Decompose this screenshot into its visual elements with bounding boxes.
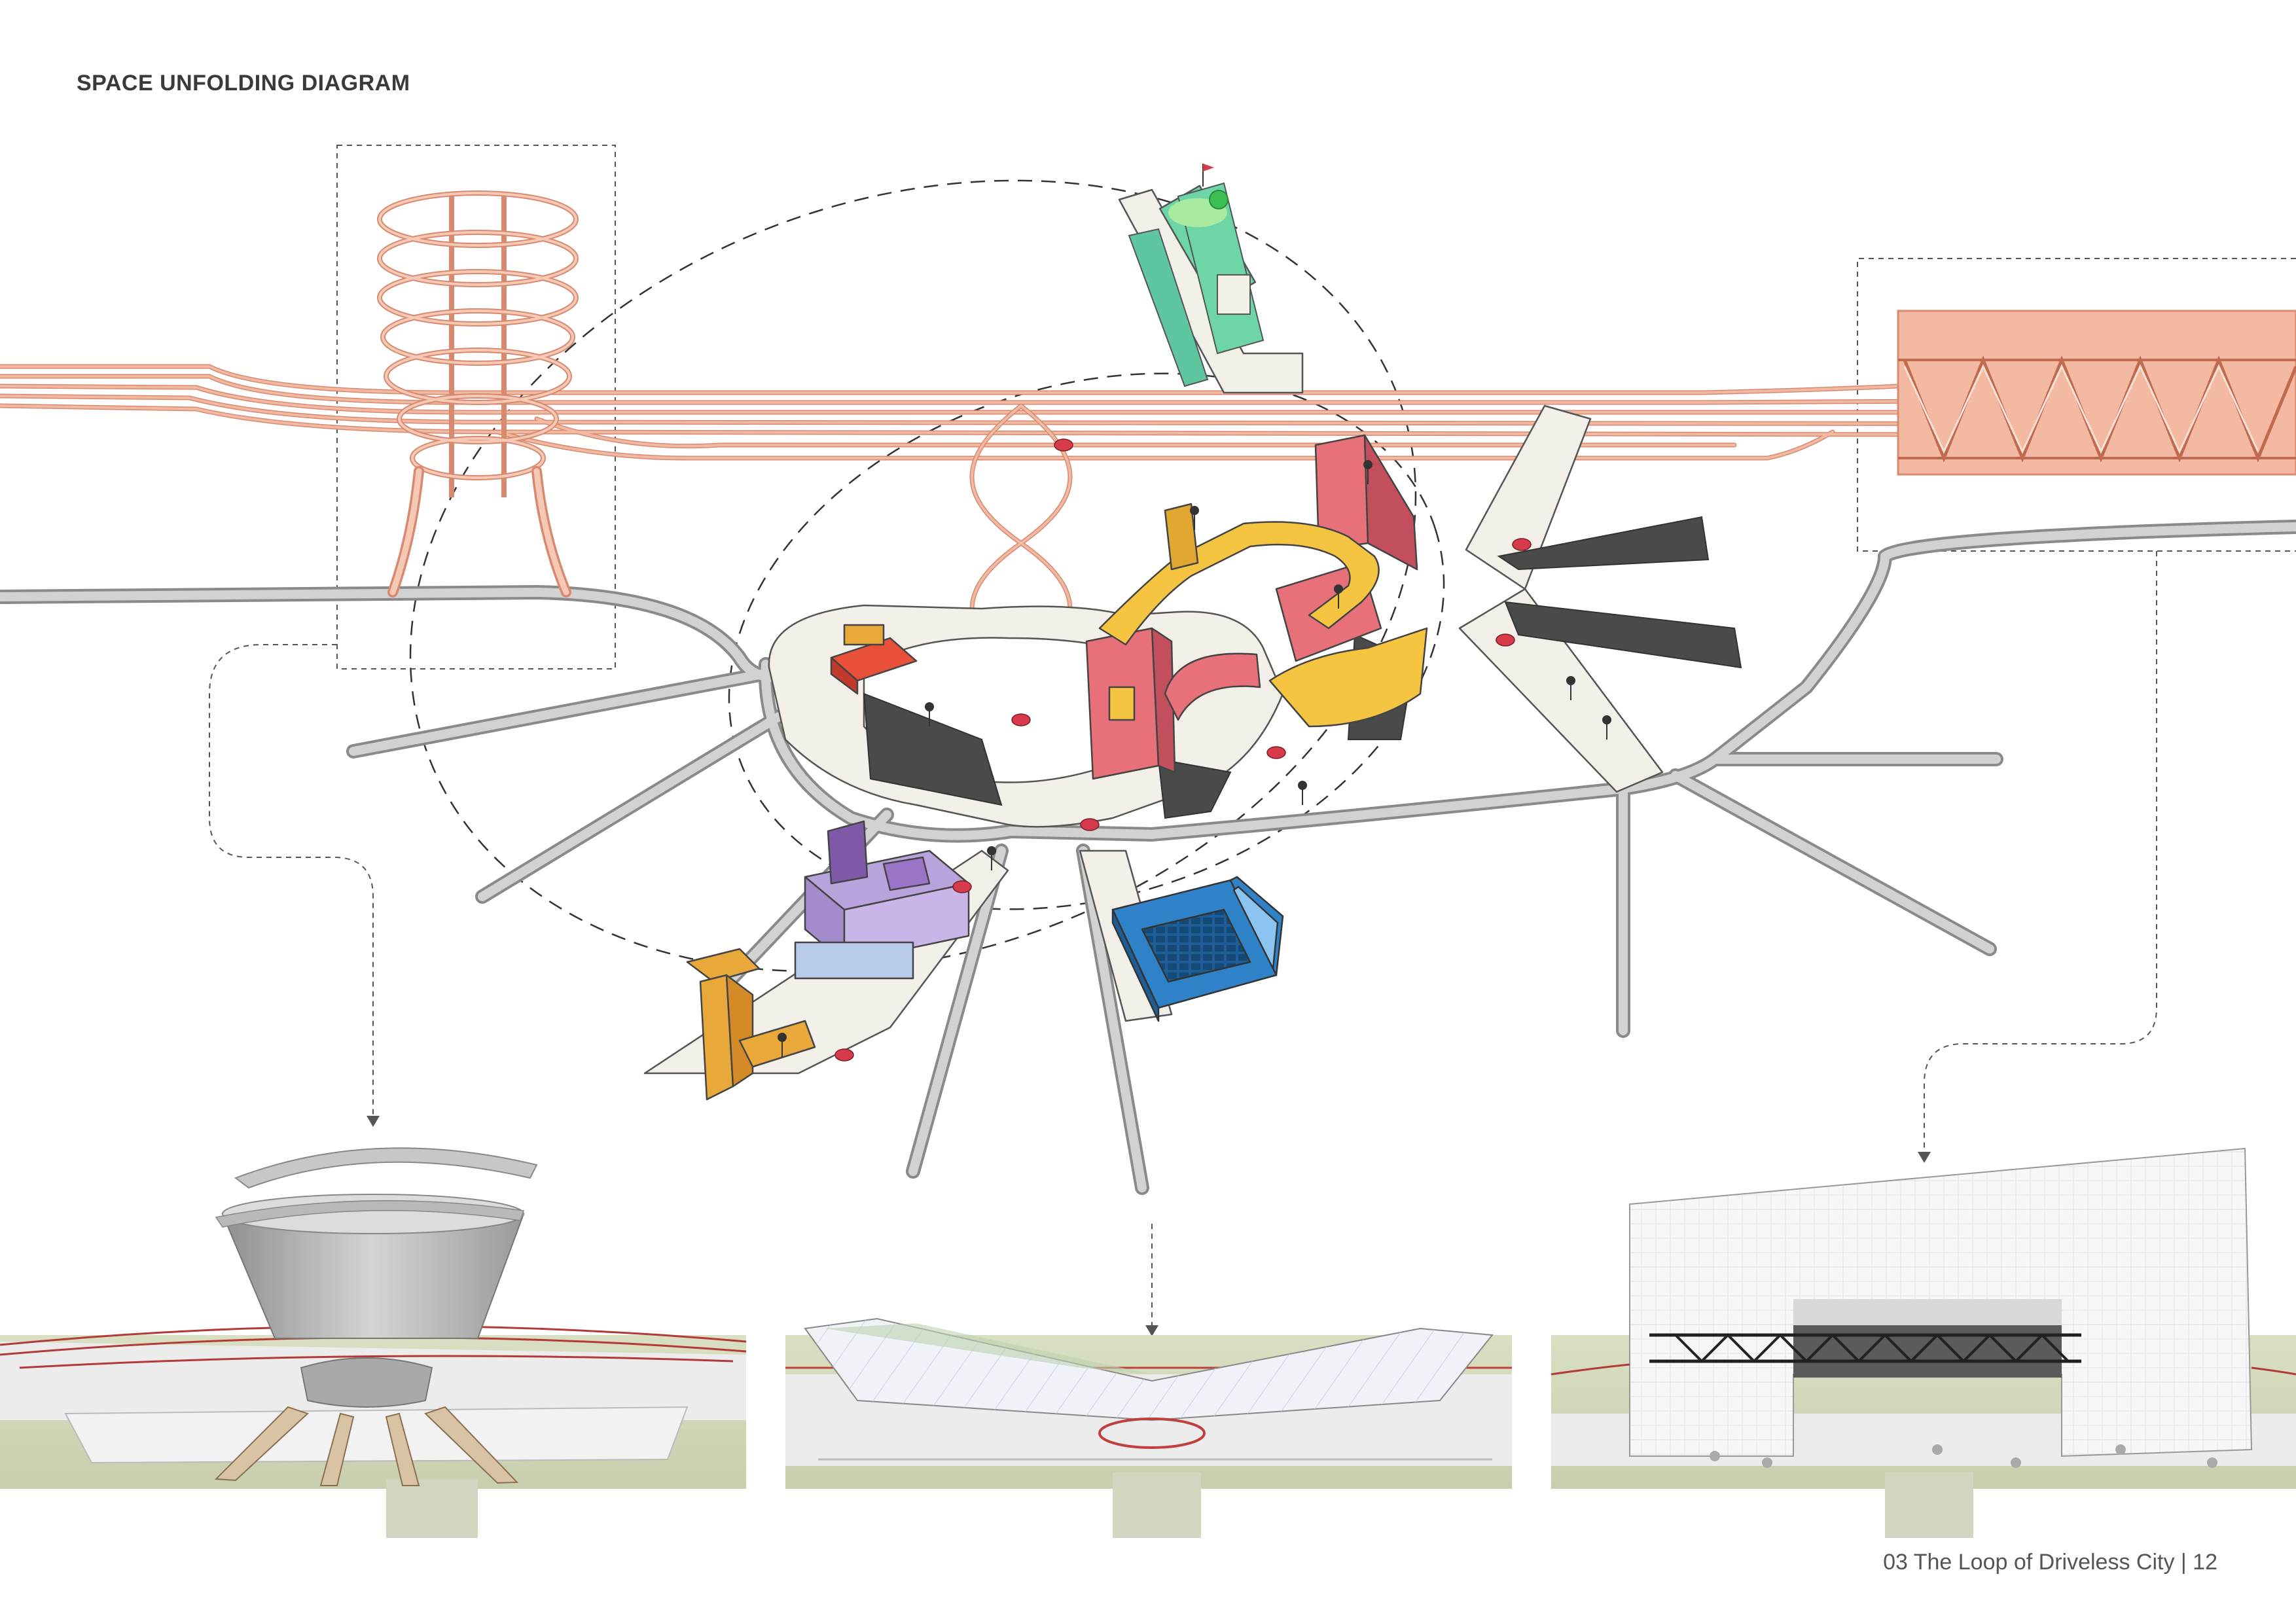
car-icon — [1011, 713, 1031, 726]
person-icon — [778, 1033, 787, 1057]
inner-orbit — [728, 372, 1445, 910]
orbit-ellipses — [409, 179, 1445, 972]
blue-screen-block — [1111, 876, 1284, 1022]
callout-arrowheads — [367, 1116, 1931, 1336]
car-icons — [834, 438, 1532, 1061]
yellow-ramp — [1098, 503, 1428, 728]
render-x-bridge — [785, 1317, 1512, 1538]
car-icon — [1512, 538, 1532, 551]
page-title: SPACE UNFOLDING DIAGRAM — [77, 71, 410, 96]
spiral-rail-tower — [377, 190, 579, 597]
car-icon — [952, 880, 972, 893]
orange-structures — [686, 624, 918, 1101]
person-icon — [1334, 584, 1343, 609]
arm-east-1 — [1465, 404, 1592, 590]
person-icon — [987, 846, 996, 870]
arm-north-strip — [1118, 188, 1304, 394]
person-icon — [1566, 676, 1575, 700]
person-icon — [1602, 715, 1611, 740]
callout-frames — [209, 145, 2296, 1325]
outer-orbit — [409, 179, 1417, 972]
flag-icon — [1202, 164, 1214, 187]
callout-frame-left — [336, 145, 616, 669]
rooftop-park — [1128, 164, 1265, 387]
person-icons — [778, 460, 1611, 1057]
render-frame-station — [1551, 1147, 2296, 1538]
callout-leader-left — [209, 644, 374, 1116]
render-spiral-tower — [0, 1147, 747, 1538]
truss-bridge — [1897, 310, 2296, 476]
person-icon — [1363, 460, 1372, 484]
car-icon — [1496, 633, 1515, 647]
car-icon — [1266, 746, 1286, 759]
car-icon — [1080, 818, 1100, 831]
purple-block — [794, 820, 970, 980]
page-footer: 03 The Loop of Driveless City | 12 — [1883, 1550, 2217, 1575]
shadow-wings — [863, 516, 1742, 819]
tree-icon — [1209, 190, 1229, 209]
person-icon — [1190, 506, 1199, 530]
callout-leader-right — [1924, 551, 2157, 1152]
person-icon — [925, 702, 934, 726]
road-network — [0, 520, 2296, 1195]
callout-frame-right — [1857, 258, 2296, 552]
person-icon — [1298, 781, 1307, 805]
car-icon — [1054, 438, 1073, 452]
car-icon — [834, 1048, 854, 1061]
